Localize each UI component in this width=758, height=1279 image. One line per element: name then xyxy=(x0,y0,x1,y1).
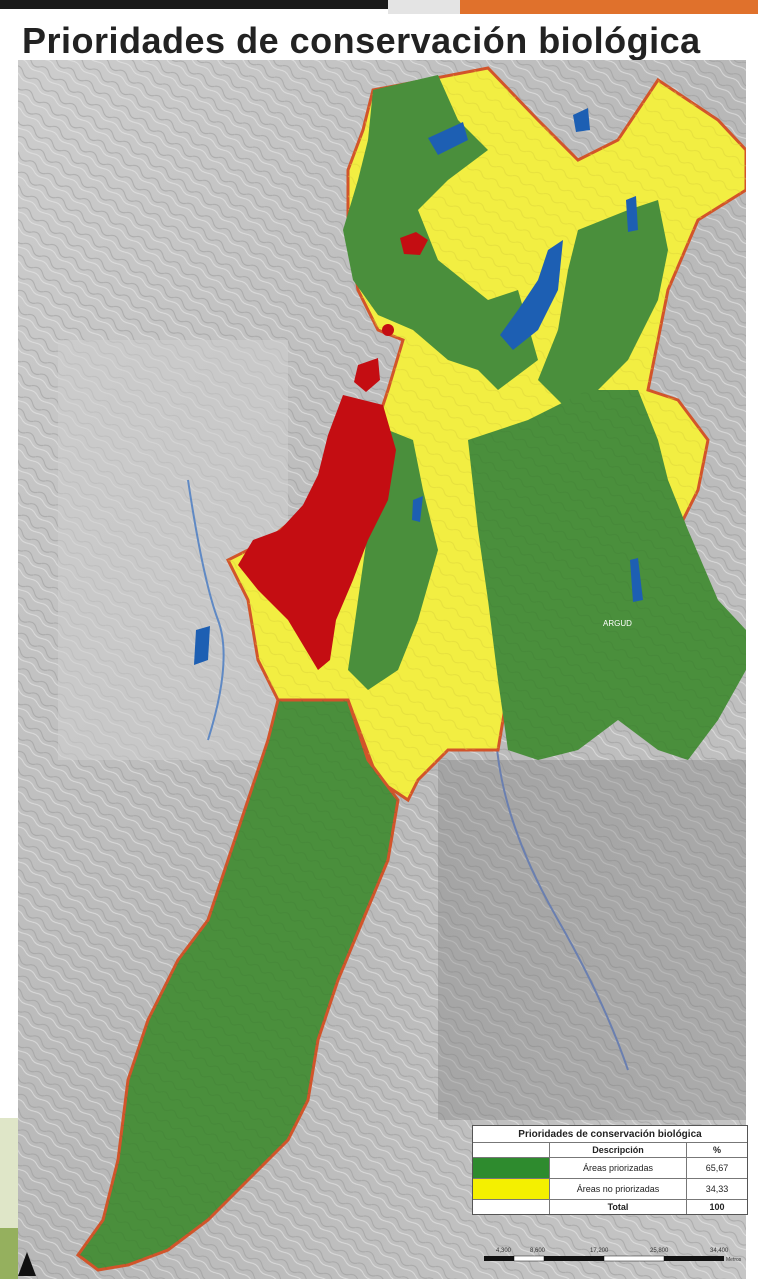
legend-swatch-not-prioritized xyxy=(473,1179,549,1199)
red-zone-dot xyxy=(382,324,394,336)
prioritized-area-north xyxy=(343,75,538,390)
scale-segment xyxy=(603,1255,665,1262)
map-legend: Prioridades de conservación biológica De… xyxy=(472,1125,748,1215)
scale-tick-label: 17,200 xyxy=(590,1248,609,1254)
scale-bar: 4,300 8,600 17,200 25,800 34,400 Metros xyxy=(484,1248,742,1263)
banner-grey-band xyxy=(388,0,460,14)
map-place-label: ARGUD xyxy=(603,619,632,628)
legend-col-description: Descripción xyxy=(549,1143,686,1157)
scale-tick-label: 25,800 xyxy=(650,1248,669,1254)
red-zone-small xyxy=(354,358,380,392)
legend-total-row: Total 100 xyxy=(473,1199,747,1214)
river-line xyxy=(187,479,225,741)
conservation-map: ARGUD xyxy=(18,60,746,1279)
legend-total-swatch xyxy=(473,1200,549,1214)
legend-swatch-prioritized xyxy=(473,1158,549,1178)
legend-row-prioritized: Áreas priorizadas 65,67 xyxy=(473,1157,747,1178)
scale-segment xyxy=(513,1255,545,1262)
legend-col-percent: % xyxy=(686,1143,747,1157)
water-body-east xyxy=(630,558,643,602)
red-zone-large xyxy=(238,395,396,670)
water-body-lagoon xyxy=(412,496,423,522)
prioritized-area-center xyxy=(348,430,438,690)
scale-segment xyxy=(664,1256,724,1261)
water-body-lake-ne xyxy=(626,196,638,232)
scale-unit: Metros xyxy=(726,1257,742,1263)
water-body-ne-edge xyxy=(573,108,590,132)
scale-segment xyxy=(544,1256,604,1261)
page-title: Prioridades de conservación biológica xyxy=(22,20,701,61)
left-margin-strip xyxy=(0,60,18,1279)
legend-total-value: 100 xyxy=(686,1200,747,1214)
water-body-lake-north xyxy=(428,122,468,155)
decorative-shape-dark xyxy=(0,1228,18,1279)
water-body-reservoir xyxy=(500,240,563,350)
legend-label-prioritized: Áreas priorizadas xyxy=(549,1158,686,1178)
scale-tick-label: 4,300 xyxy=(496,1248,512,1254)
legend-row-not-prioritized: Áreas no priorizadas 34,33 xyxy=(473,1178,747,1199)
legend-header-row: Descripción % xyxy=(473,1142,747,1157)
banner-orange-band xyxy=(460,0,758,14)
water-body-west xyxy=(194,626,210,665)
top-banner xyxy=(0,0,758,16)
scale-tick-label: 8,600 xyxy=(530,1248,546,1254)
scale-tick-label: 34,400 xyxy=(710,1248,729,1254)
legend-title-text: Prioridades de conservación biológica xyxy=(518,1128,702,1140)
red-zone-town xyxy=(400,232,428,255)
north-arrow-icon xyxy=(18,1252,36,1276)
legend-header-swatch xyxy=(473,1143,549,1157)
legend-value-not-prioritized: 34,33 xyxy=(686,1179,747,1199)
prioritized-area-northeast xyxy=(538,200,668,410)
legend-total-label: Total xyxy=(549,1200,686,1214)
legend-value-prioritized: 65,67 xyxy=(686,1158,747,1178)
scale-segment xyxy=(484,1256,514,1261)
banner-dark-band xyxy=(0,0,440,9)
legend-label-not-prioritized: Áreas no priorizadas xyxy=(549,1179,686,1199)
dark-relief-shade xyxy=(438,760,746,1120)
legend-title: Prioridades de conservación biológica xyxy=(473,1126,747,1142)
decorative-shape-light xyxy=(0,1118,18,1228)
